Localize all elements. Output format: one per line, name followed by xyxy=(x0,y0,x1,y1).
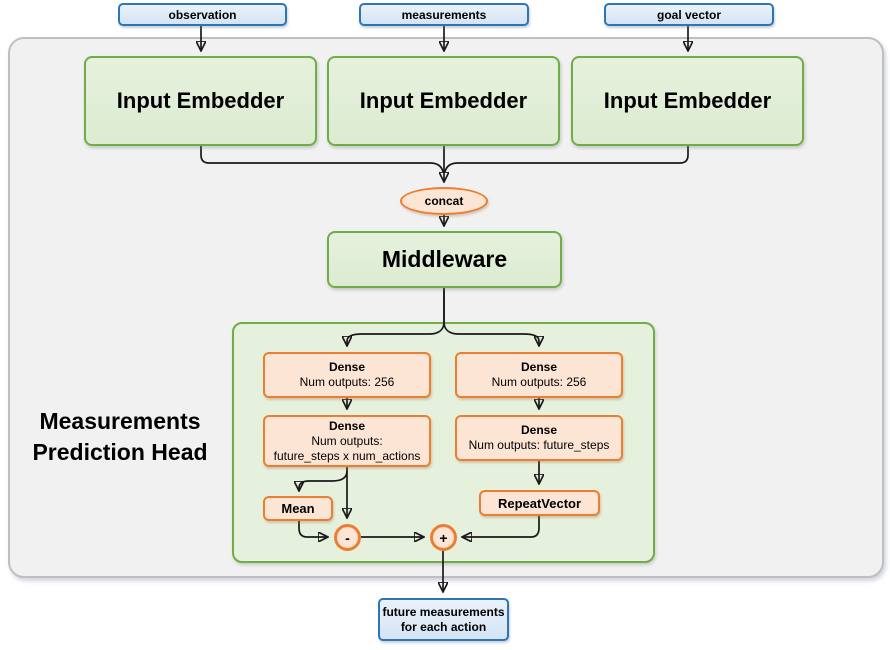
input-node-goal-vector-label: goal vector xyxy=(656,7,722,22)
repeatvector-node-label: RepeatVector xyxy=(497,495,582,511)
head-title-line1: Measurements xyxy=(39,408,201,434)
dense-node-left-2-title: Dense xyxy=(328,418,366,433)
dense-node-right-1-title: Dense xyxy=(520,360,558,374)
concat-node: concat xyxy=(400,187,488,215)
input-node-observation: observation xyxy=(118,3,287,26)
embedder-node-1-label: Input Embedder xyxy=(116,88,285,113)
dense-node-left-1-sub: Num outputs: 256 xyxy=(299,375,395,389)
dense-node-left-2-sub2: future_steps x num_actions xyxy=(273,448,421,463)
dense-node-left-2: Dense Num outputs: future_steps x num_ac… xyxy=(263,415,431,467)
dense-node-right-2-sub: Num outputs: future_steps xyxy=(468,438,610,452)
add-operator-label: + xyxy=(439,529,448,546)
dense-node-left-1: Dense Num outputs: 256 xyxy=(263,352,431,398)
output-node-label-line1: future measurements xyxy=(382,604,505,619)
dense-node-right-2: Dense Num outputs: future_steps xyxy=(455,415,623,461)
add-operator-node: + xyxy=(430,524,457,551)
subtract-operator-node: - xyxy=(334,524,361,551)
dense-node-right-1: Dense Num outputs: 256 xyxy=(455,352,623,398)
embedder-node-2-label: Input Embedder xyxy=(359,88,528,113)
middleware-node: Middleware xyxy=(327,231,562,288)
dense-node-left-2-sub1: Num outputs: xyxy=(311,433,383,448)
embedder-node-1: Input Embedder xyxy=(84,56,317,146)
head-title-line2: Prediction Head xyxy=(32,439,208,465)
embedder-node-3-label: Input Embedder xyxy=(603,88,772,113)
dense-node-right-1-sub: Num outputs: 256 xyxy=(491,375,587,389)
embedder-node-3: Input Embedder xyxy=(571,56,804,146)
middleware-node-label: Middleware xyxy=(381,246,508,272)
dense-node-left-1-title: Dense xyxy=(328,360,366,374)
input-node-goal-vector: goal vector xyxy=(604,3,774,26)
input-node-measurements: measurements xyxy=(359,3,529,26)
embedder-node-2: Input Embedder xyxy=(327,56,560,146)
dense-node-right-2-title: Dense xyxy=(520,423,558,437)
output-node: future measurements for each action xyxy=(378,598,509,641)
mean-node-label: Mean xyxy=(281,501,315,516)
output-node-label-line2: for each action xyxy=(400,619,487,634)
repeatvector-node: RepeatVector xyxy=(479,490,600,516)
concat-node-label: concat xyxy=(424,194,464,208)
mean-node: Mean xyxy=(263,496,333,521)
input-node-measurements-label: measurements xyxy=(401,7,487,22)
input-node-observation-label: observation xyxy=(168,7,237,22)
subtract-operator-label: - xyxy=(345,529,350,546)
head-title: Measurements Prediction Head xyxy=(18,406,222,468)
